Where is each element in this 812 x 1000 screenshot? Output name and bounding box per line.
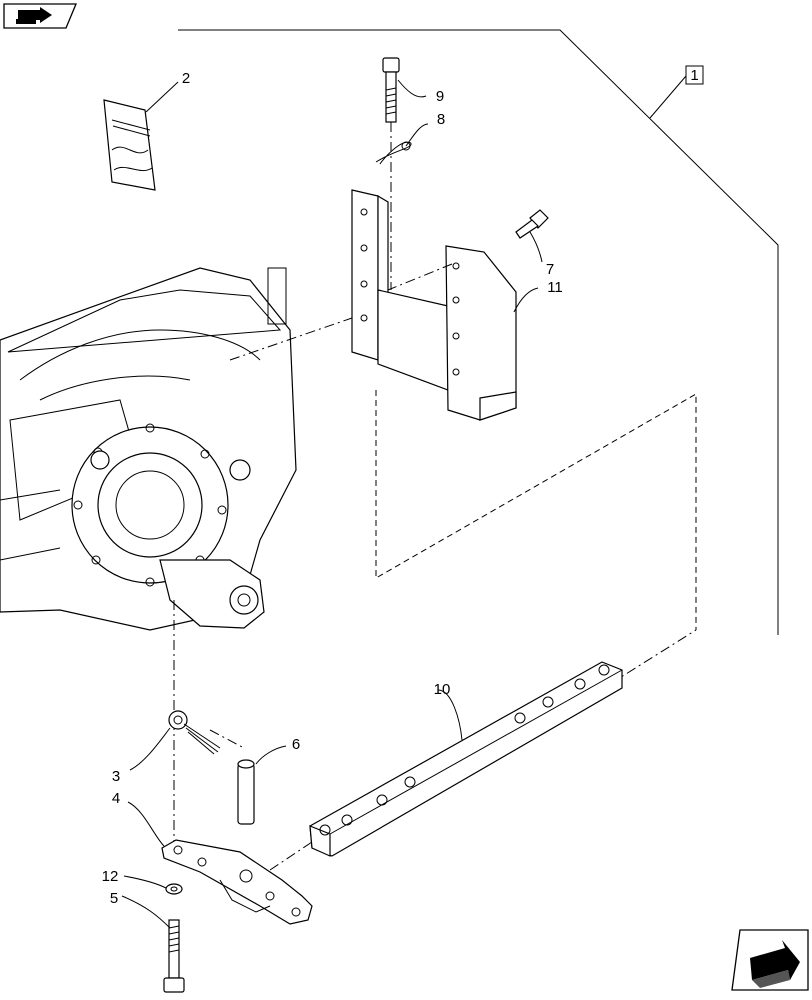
hair-pin-clip-part <box>375 141 412 165</box>
bolt-part-top <box>382 57 400 123</box>
bolt-part-bottom <box>163 919 185 993</box>
screw-part <box>515 209 549 239</box>
callout-10: 10 <box>434 681 451 698</box>
washer-part <box>165 883 183 895</box>
callout-11: 11 <box>547 279 563 296</box>
callout-3: 3 <box>112 768 120 785</box>
drawbar-plate-part <box>161 839 313 925</box>
decal-part <box>103 99 156 191</box>
callout-12: 12 <box>102 868 119 885</box>
centre-lines <box>173 122 697 871</box>
drawbar-part <box>309 661 623 857</box>
callout-5: 5 <box>110 890 118 907</box>
arrow-nav-icon[interactable] <box>731 929 809 991</box>
book-nav-icon[interactable] <box>3 3 77 29</box>
callout-1: 1 <box>690 67 698 84</box>
callout-6: 6 <box>292 736 300 753</box>
dashed-outline <box>375 390 697 630</box>
callout-4: 4 <box>112 790 120 807</box>
leader-lines <box>121 75 687 929</box>
callout-9: 9 <box>436 88 444 105</box>
pin-part <box>237 759 255 825</box>
callout-7: 7 <box>546 261 554 278</box>
callout-8: 8 <box>437 111 445 128</box>
assembly-bracket-line <box>178 29 779 635</box>
linch-pin-part <box>168 710 221 755</box>
callout-box-1 <box>685 65 704 85</box>
callout-2: 2 <box>182 70 190 87</box>
transmission-housing <box>0 267 297 631</box>
hitch-bracket-part <box>351 189 517 421</box>
